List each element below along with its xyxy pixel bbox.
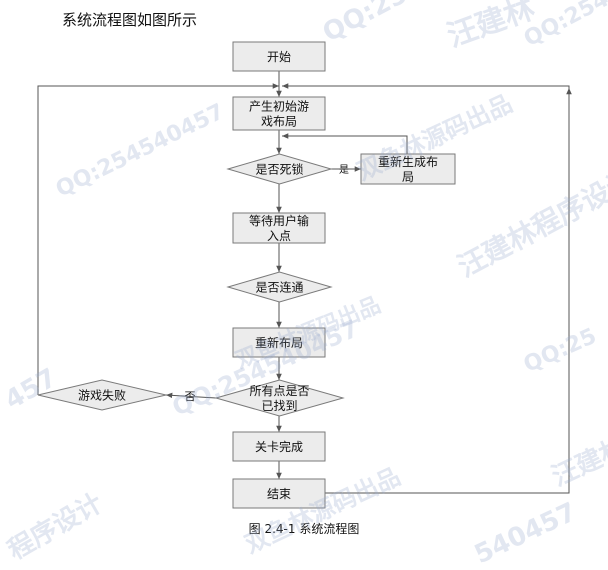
process-box [232, 478, 326, 509]
document-heading: 系统流程图如图所示 [62, 11, 198, 29]
process-box [360, 153, 456, 185]
node-label-line: 开始 [267, 50, 291, 64]
edge-allfound-no-to-fail [165, 392, 217, 399]
node-game-fail: 游戏失败 [37, 379, 167, 411]
edge-labels-layer: 是否 [185, 164, 350, 403]
node-is-deadlock: 是否死锁 [226, 153, 333, 185]
node-label-line: 入点 [267, 229, 291, 243]
node-label-line: 产生初始游 [249, 99, 309, 113]
decision-diamond [226, 153, 333, 185]
process-box [232, 212, 326, 244]
edge-label-no: 否 [185, 390, 196, 403]
edge-regen-back-to-gen [282, 133, 408, 154]
node-label-line: 是否连通 [255, 279, 303, 294]
node-label-line: 关卡完成 [255, 439, 303, 454]
node-level-done: 关卡完成 [232, 431, 326, 462]
edge-fail-back-to-top [37, 83, 279, 395]
node-label-line: 是否死锁 [255, 161, 303, 176]
decision-diamond [37, 379, 167, 411]
node-end: 结束 [232, 478, 326, 509]
edge-label-yes: 是 [339, 164, 349, 176]
edges-layer [37, 71, 572, 494]
process-box [232, 327, 326, 358]
node-is-connected: 是否连通 [226, 271, 333, 303]
node-label-line: 游戏失败 [78, 387, 126, 402]
node-label-line: 已找到 [261, 399, 297, 413]
node-label-line: 等待用户输 [249, 213, 309, 228]
node-relayout: 重新布局 [232, 327, 326, 358]
decision-diamond [214, 379, 345, 417]
figure-caption: 图 2.4-1 系统流程图 [248, 522, 360, 536]
node-label-line: 重新生成布 [378, 154, 438, 169]
node-start: 开始 [232, 41, 326, 72]
process-box [232, 96, 326, 131]
process-box [232, 431, 326, 462]
process-box [232, 41, 326, 72]
node-label-line: 所有点是否 [249, 384, 309, 398]
decision-diamond [226, 271, 333, 303]
node-label-line: 结束 [267, 487, 291, 501]
node-label-line: 局 [402, 170, 414, 184]
node-label-line: 戏布局 [261, 114, 297, 128]
edge-end-loop-to-top [282, 83, 570, 494]
node-label-line: 重新布局 [255, 335, 303, 350]
